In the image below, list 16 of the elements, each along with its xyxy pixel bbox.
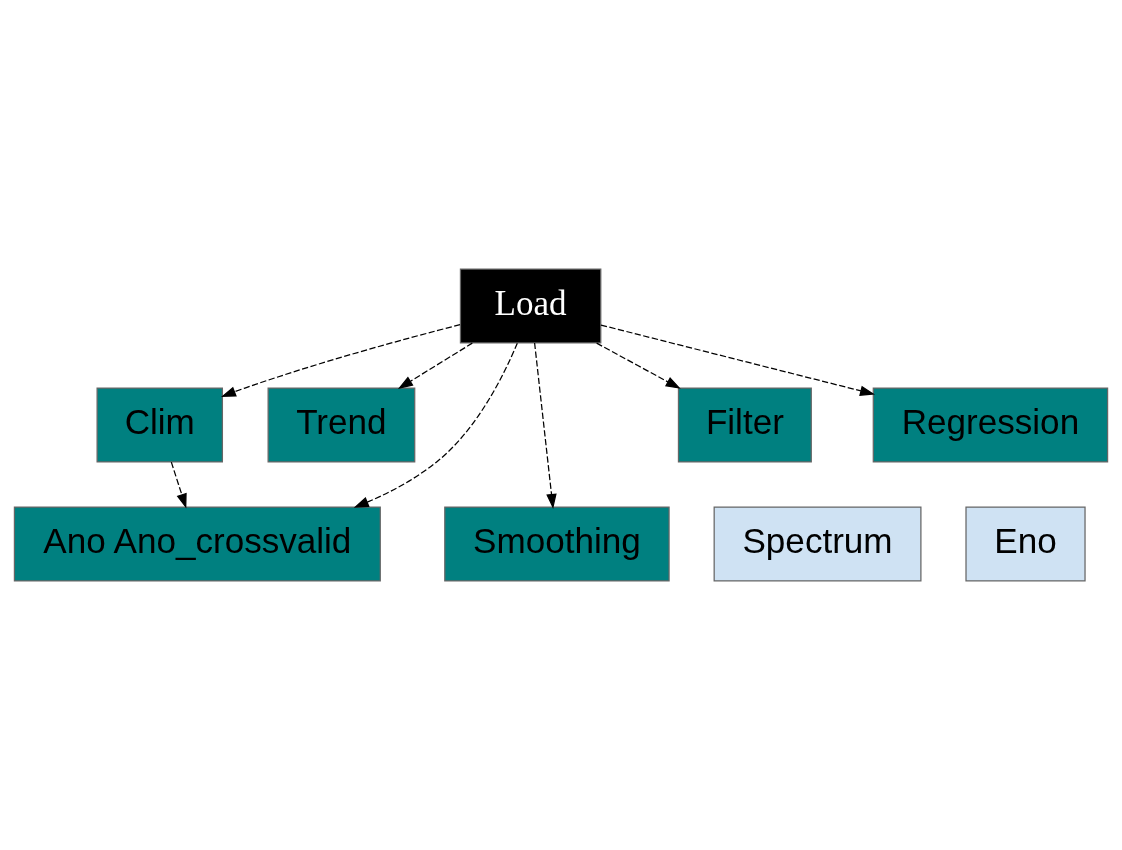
arrow [353,342,518,508]
node-box: Trend [267,387,416,463]
arrow [397,342,473,389]
arrow [534,342,557,509]
arrow [596,342,681,389]
node-box: Spectrum [713,506,922,582]
node-box: Eno [965,506,1086,582]
node-box: Ano Ano_crossvalid [13,506,381,582]
node-box: Clim [96,387,224,463]
node-box: Filter [677,387,812,463]
arrow [220,324,461,398]
node-box: Smoothing [444,506,670,582]
arrow [170,461,187,509]
node-box: Regression [872,387,1109,463]
node-box: Load [459,268,602,344]
arrow [600,324,875,396]
